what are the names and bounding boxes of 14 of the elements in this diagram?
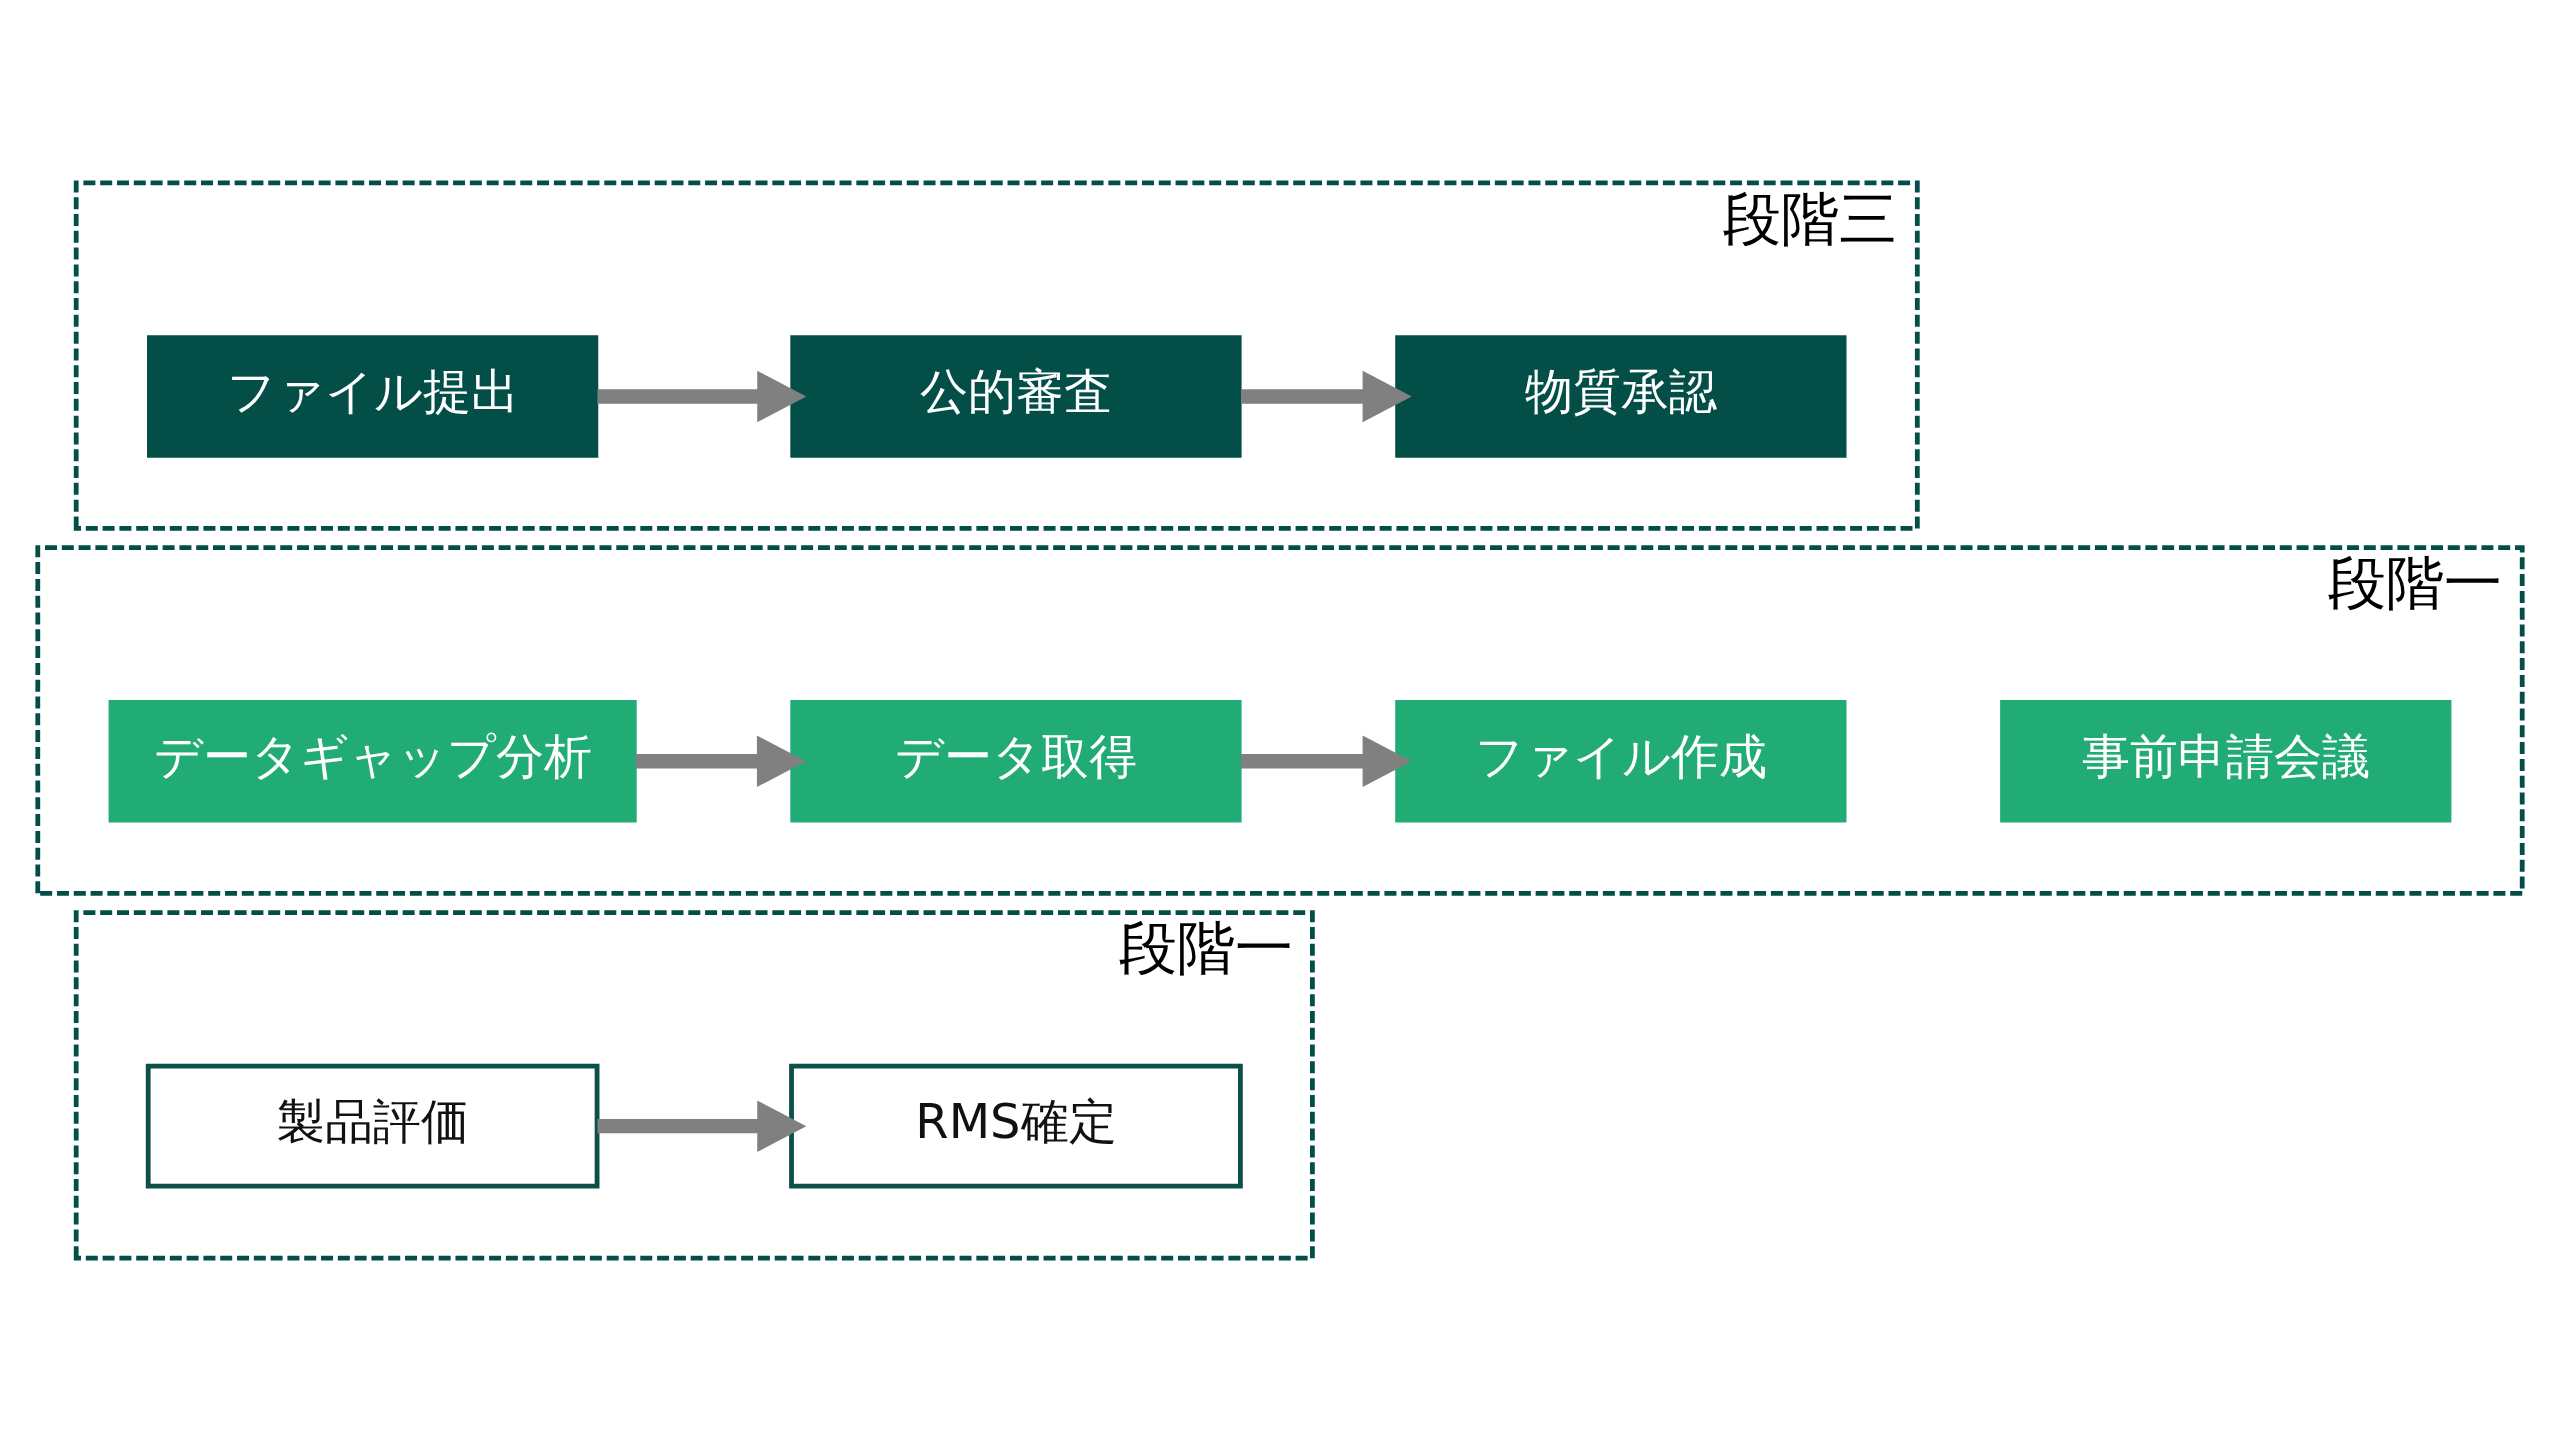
node-box: ファイル作成: [1395, 699, 1847, 823]
node-box: データ取得: [790, 699, 1242, 823]
arrow: [597, 370, 807, 422]
node-box: 事前申請会議: [2000, 699, 2452, 823]
node-box: 物質承認: [1395, 334, 1847, 458]
node-box: 製品評価: [145, 1063, 600, 1189]
node-box: ファイル提出: [147, 334, 599, 458]
arrow: [1240, 735, 1412, 787]
arrow: [1240, 370, 1412, 422]
node-box: 公的審査: [790, 334, 1242, 458]
arrow: [597, 1099, 807, 1152]
node-box: RMS確定: [789, 1063, 1243, 1189]
node-box: データギャップ分析: [108, 699, 637, 823]
arrow: [635, 735, 806, 787]
